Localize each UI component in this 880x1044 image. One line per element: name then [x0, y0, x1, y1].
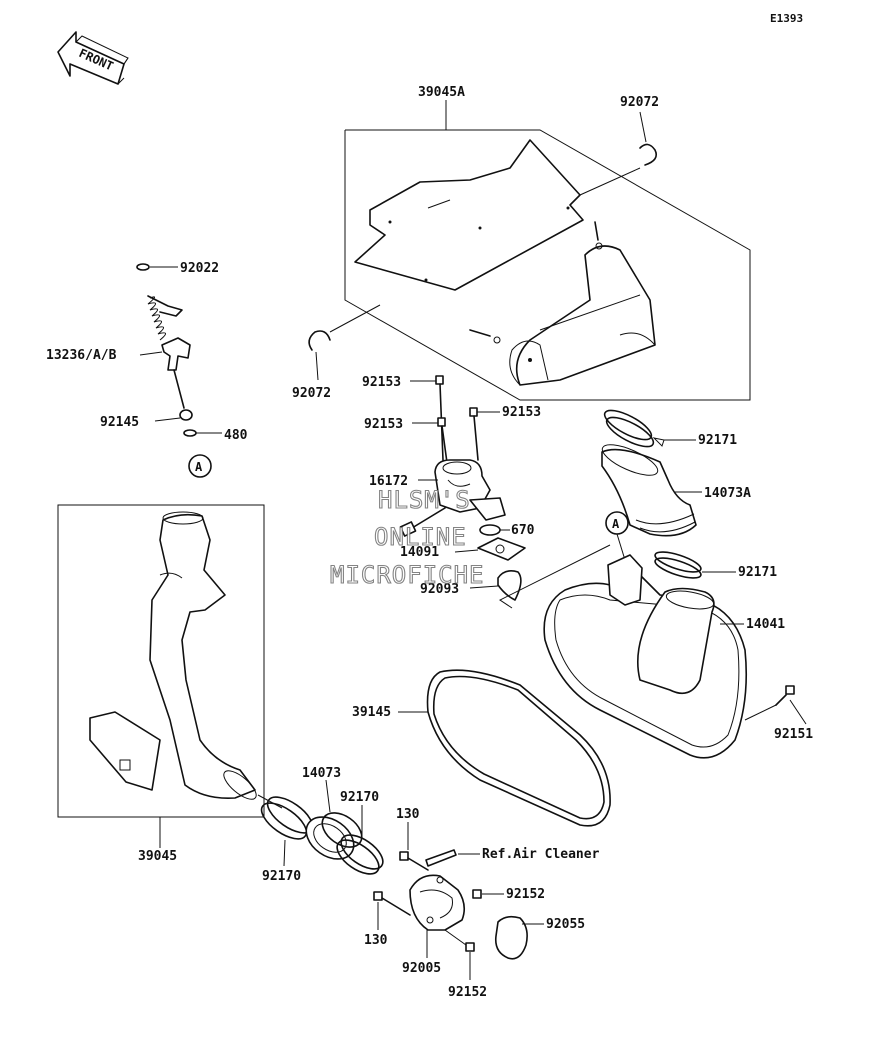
label-92170-b: 92170 [340, 790, 379, 805]
label-92152-a: 92152 [506, 887, 545, 902]
nut-92152-a [472, 889, 504, 899]
label-14073A: 14073A [704, 486, 751, 501]
clamp-92171-b [654, 551, 736, 579]
duct-box-39045 [57, 504, 283, 848]
label-13236: 13236/A/B [46, 348, 117, 363]
label-92171-a: 92171 [698, 433, 737, 448]
clip-92072-top [579, 111, 658, 196]
bolts-92153 [410, 375, 500, 471]
label-670: 670 [511, 523, 535, 538]
label-92055: 92055 [546, 917, 585, 932]
label-92153-c: 92153 [502, 405, 541, 420]
label-92171-b: 92171 [738, 565, 777, 580]
label-92093: 92093 [420, 582, 459, 597]
label-92170-a: 92170 [262, 869, 301, 884]
label-92152-b: 92152 [448, 985, 487, 1000]
boot-14073 [305, 779, 363, 860]
gear-14091 [454, 537, 526, 561]
label-39045A: 39045A [418, 85, 465, 100]
label-92005: 92005 [402, 961, 441, 976]
svg-text:A: A [195, 460, 203, 474]
clamp-92171-a [603, 409, 696, 448]
label-92153-a: 92153 [362, 375, 401, 390]
cover-92005 [409, 874, 466, 958]
label-480: 480 [224, 428, 248, 443]
label-14091: 14091 [400, 545, 439, 560]
front-arrow-icon: FRONT [57, 31, 129, 85]
shift-fork-13236 [136, 263, 222, 437]
bolt-130-b [373, 891, 411, 930]
label-130-a: 130 [396, 807, 420, 822]
label-39045: 39045 [138, 849, 177, 864]
label-92145: 92145 [100, 415, 139, 430]
air-cleaner-ref [425, 849, 480, 867]
label-14041: 14041 [746, 617, 785, 632]
duct-14073A [601, 444, 702, 537]
watermark-line-2: ONLINE [374, 523, 467, 551]
svg-text:A: A [612, 517, 620, 531]
label-92151: 92151 [774, 727, 813, 742]
watermark: HLSM'S ONLINE MICROFICHE [329, 485, 485, 589]
bolt-130-a [399, 822, 429, 871]
clip-92072-left [308, 304, 381, 381]
actuator-16172 [399, 459, 506, 537]
ref-marker-a-left: A [188, 454, 212, 478]
label-92153-b: 92153 [364, 417, 403, 432]
gasket-92093 [469, 570, 522, 601]
label-92022: 92022 [180, 261, 219, 276]
bolt-92151 [744, 685, 807, 725]
outer-cover-14041 [543, 554, 748, 759]
label-39145: 39145 [352, 705, 391, 720]
drive-belt-39145 [398, 669, 611, 827]
label-92072-top: 92072 [620, 95, 659, 110]
label-14073: 14073 [302, 766, 341, 781]
label-92072-left: 92072 [292, 386, 331, 401]
gasket-92055 [494, 915, 544, 960]
oring-670 [479, 524, 510, 536]
label-130-b: 130 [364, 933, 388, 948]
nut-92152-b [444, 929, 475, 980]
watermark-line-1: HLSM'S [378, 486, 471, 514]
diagram-id: E1393 [770, 12, 803, 25]
label-ref-air-cleaner: Ref.Air Cleaner [482, 847, 600, 862]
ref-marker-a-right: A [605, 511, 629, 561]
label-16172: 16172 [369, 474, 408, 489]
air-duct-cover-39045A [344, 100, 751, 401]
clamp-92170-b [336, 805, 384, 875]
watermark-line-3: MICROFICHE [330, 561, 485, 589]
